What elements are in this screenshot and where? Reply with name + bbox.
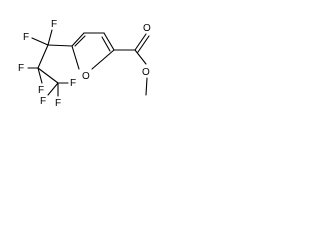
molecule-structure-diagram: F F F F F F F O O O (18, 19, 151, 109)
bond-c5-c4 (71, 32, 85, 47)
atom-f5-label: F (70, 78, 76, 89)
atom-f7-label: F (55, 98, 61, 109)
bond-carbonyl-c-o-double (137, 35, 150, 53)
atom-carbonyl-o-label: O (143, 23, 151, 34)
atom-ester-o-label: O (142, 67, 150, 78)
bond-ester-o-methyl (145, 77, 148, 96)
bond-cf2-a-f1 (31, 37, 49, 46)
atom-f2-label: F (51, 19, 57, 30)
atom-f4-label: F (38, 85, 44, 96)
bond-cf2-b-cf3 (37, 67, 59, 84)
bond-cf2-a-cf2-b (37, 44, 49, 69)
bond-carbonyl-c-o (134, 33, 147, 51)
bond-cf2-a-f2 (47, 29, 53, 46)
bond-c2-ring-o (91, 49, 115, 70)
bond-c3-c2 (103, 32, 115, 51)
bonds (27, 29, 150, 97)
bond-c5-cf2-a (47, 44, 73, 47)
atom-f6-label: F (40, 96, 46, 107)
atom-ring-o-label: O (82, 71, 90, 82)
bond-c5-c4-double (74, 35, 86, 47)
bond-c3-c2-double (101, 36, 111, 52)
atom-f3-label: F (18, 63, 24, 74)
bond-carbonyl-c-ester-o (134, 49, 147, 65)
bond-ring-o-c5 (71, 45, 80, 70)
bond-cf3-f6 (47, 82, 59, 96)
bond-cf2-b-f4 (37, 67, 43, 84)
atom-f1-label: F (23, 32, 29, 43)
atom-labels: F F F F F F F O O O (18, 19, 151, 109)
